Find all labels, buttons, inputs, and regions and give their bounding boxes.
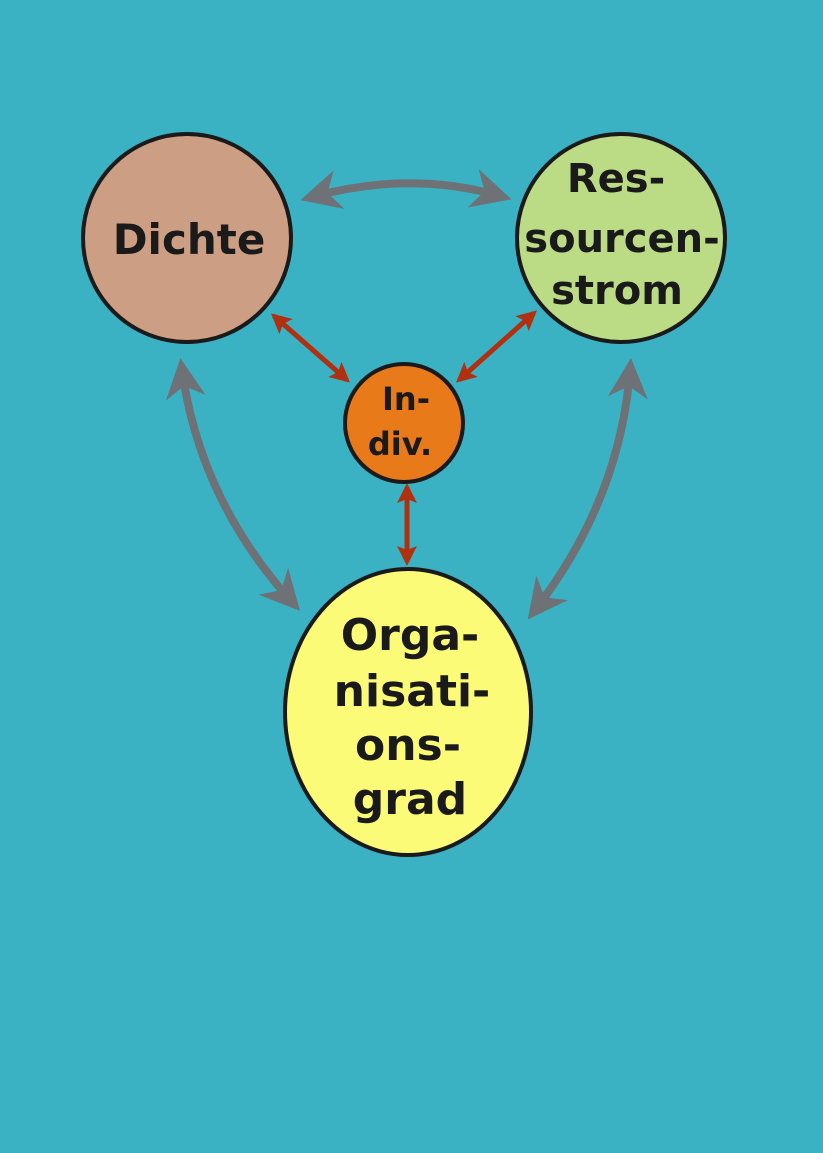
node-individuum: In- div. <box>343 362 465 484</box>
node-organisationsgrad-label-line-1: Orga- <box>341 610 480 661</box>
node-individuum-label-line-2: div. <box>368 425 432 463</box>
node-dichte-label: Dichte <box>113 215 266 264</box>
node-organisationsgrad: Orga- nisati- ons- grad <box>283 567 533 857</box>
node-organisationsgrad-label-line-3: ons- <box>355 720 461 771</box>
node-ressourcenstrom-label-line-3: strom <box>551 268 683 314</box>
node-ressourcenstrom-label-line-1: Res- <box>567 156 665 202</box>
node-ressourcenstrom-label-line-2: sourcen- <box>524 216 719 262</box>
arrow-dichte-ressourcenstrom <box>300 169 512 209</box>
arrow-ressourcenstrom-organisationsgrad <box>527 358 648 620</box>
node-organisationsgrad-label-line-4: grad <box>353 774 467 825</box>
node-ressourcenstrom: Res- sourcen- strom <box>515 132 727 344</box>
arrow-dichte-organisationsgrad <box>166 358 301 611</box>
node-organisationsgrad-label-line-2: nisati- <box>334 666 491 717</box>
node-dichte: Dichte <box>81 132 293 344</box>
node-individuum-label-line-1: In- <box>382 380 430 418</box>
arrow-individuum-dichte <box>270 313 351 383</box>
arrow-individuum-ressourcenstrom <box>456 310 537 383</box>
